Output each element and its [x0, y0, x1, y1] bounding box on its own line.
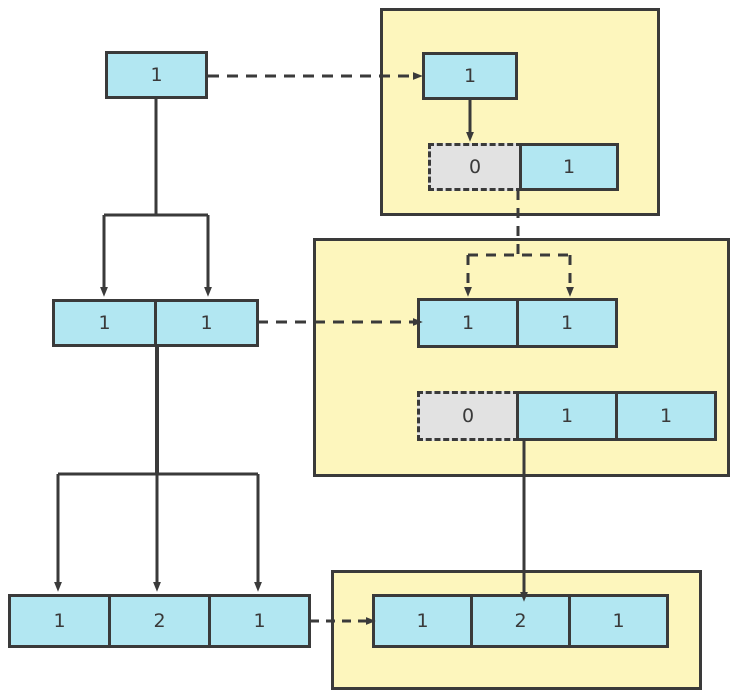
tree-level1-row[interactable]: 1 1 — [52, 299, 259, 347]
panel2-value-cell-1-value: 2 — [514, 610, 527, 632]
panel1-offset-cell-1-value: 1 — [560, 405, 574, 427]
panel1-value-cell-0-value: 1 — [461, 312, 475, 334]
panel0-value-row[interactable]: 1 — [422, 52, 518, 100]
tree-level1-cell-1[interactable]: 1 — [154, 299, 259, 347]
tree-level2-cell-0-value: 1 — [53, 610, 66, 632]
panel0-offset-cell-0-value: 0 — [468, 156, 482, 178]
panel2-value-cell-0-value: 1 — [416, 610, 429, 632]
tree-root-node[interactable]: 1 — [105, 51, 208, 99]
panel0-offset-row[interactable]: 0 1 — [428, 143, 619, 191]
panel0-offset-cell-1[interactable]: 1 — [519, 143, 619, 191]
panel1-offset-cell-2[interactable]: 1 — [615, 391, 717, 441]
panel1-value-row[interactable]: 1 1 — [417, 298, 618, 348]
tree-root-node-value: 1 — [150, 64, 163, 86]
panel1-value-cell-1-value: 1 — [560, 312, 574, 334]
panel1-offset-cell-0[interactable]: 0 — [417, 391, 519, 441]
tree-level2-cell-1[interactable]: 2 — [108, 594, 211, 648]
edge-root-to-level1 — [100, 99, 212, 297]
panel-level-1 — [313, 238, 730, 477]
panel2-value-row[interactable]: 1 2 1 — [372, 594, 669, 648]
panel1-value-cell-0[interactable]: 1 — [417, 298, 519, 348]
panel1-offset-cell-0-value: 0 — [461, 405, 475, 427]
tree-level1-cell-0[interactable]: 1 — [52, 299, 157, 347]
tree-level1-cell-1-value: 1 — [200, 312, 213, 334]
tree-level2-cell-2[interactable]: 1 — [208, 594, 311, 648]
tree-level2-row[interactable]: 1 2 1 — [8, 594, 311, 648]
panel2-value-cell-1[interactable]: 2 — [470, 594, 571, 648]
panel0-offset-cell-1-value: 1 — [562, 156, 576, 178]
edge-level1-to-level2 — [54, 347, 262, 592]
panel0-offset-cell-0[interactable]: 0 — [428, 143, 522, 191]
tree-level2-cell-2-value: 1 — [253, 610, 266, 632]
panel1-offset-cell-2-value: 1 — [659, 405, 673, 427]
tree-level1-cell-0-value: 1 — [98, 312, 111, 334]
panel2-value-cell-0[interactable]: 1 — [372, 594, 473, 648]
tree-level2-cell-0[interactable]: 1 — [8, 594, 111, 648]
panel2-value-cell-2-value: 1 — [612, 610, 625, 632]
panel0-value-cell-0[interactable]: 1 — [422, 52, 518, 100]
tree-level2-cell-1-value: 2 — [153, 610, 166, 632]
panel2-value-cell-2[interactable]: 1 — [568, 594, 669, 648]
panel1-offset-cell-1[interactable]: 1 — [516, 391, 618, 441]
panel1-value-cell-1[interactable]: 1 — [516, 298, 618, 348]
panel0-value-cell-0-value: 1 — [463, 65, 477, 87]
panel1-offset-row[interactable]: 0 1 1 — [417, 391, 717, 441]
